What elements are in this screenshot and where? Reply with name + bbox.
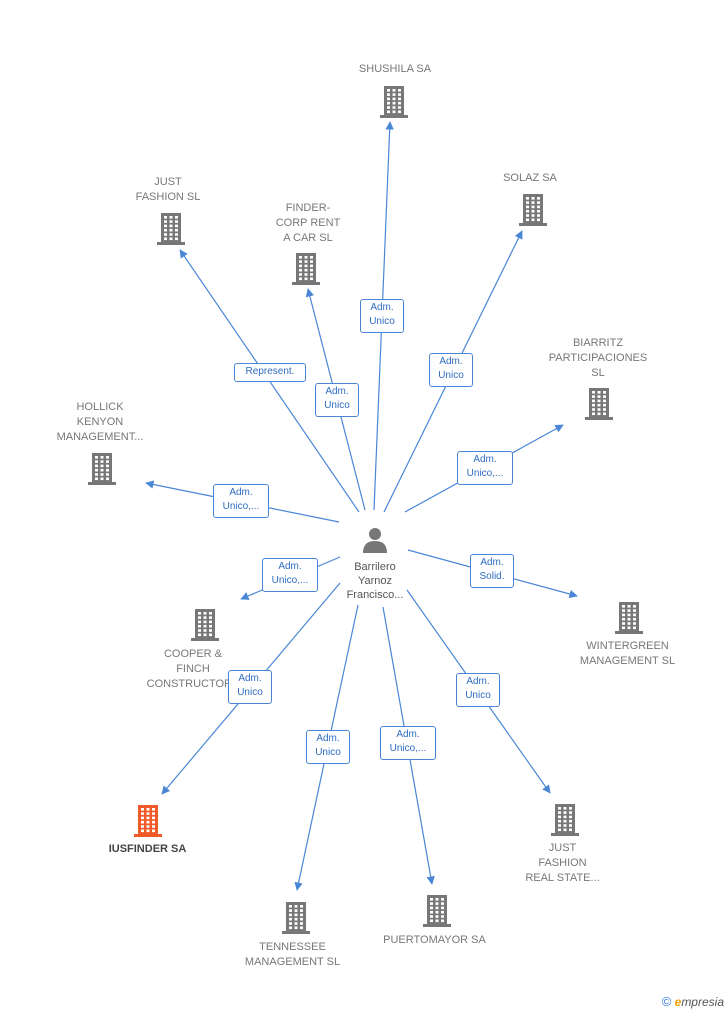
finder-corp-building-icon[interactable] <box>291 252 321 291</box>
relation-label-iusfinder[interactable]: Adm. Unico <box>228 670 272 704</box>
copyright-icon: © <box>661 994 672 1009</box>
wintergreen-label[interactable]: WINTERGREEN MANAGEMENT SL <box>579 640 676 667</box>
person-label[interactable]: Barrilero Yarnoz Francisco... <box>346 561 404 601</box>
wintergreen-building-icon[interactable] <box>614 601 644 640</box>
brand-initial: e <box>674 995 682 1009</box>
relation-label-finder-corp[interactable]: Adm. Unico <box>315 383 359 417</box>
hollick-building-icon[interactable] <box>87 452 117 491</box>
just-fashion-label[interactable]: JUST FASHION SL <box>135 176 201 203</box>
relation-label-cooper[interactable]: Adm. Unico,... <box>262 558 318 592</box>
solaz-label[interactable]: SOLAZ SA <box>503 172 557 184</box>
just-fashion-building-icon[interactable] <box>156 212 186 251</box>
relation-label-tennessee[interactable]: Adm. Unico <box>306 730 350 764</box>
finder-corp-label[interactable]: FINDER- CORP RENT A CAR SL <box>275 202 341 244</box>
relation-label-shushila[interactable]: Adm. Unico <box>360 299 404 333</box>
brand-name: mpresia <box>681 995 724 1009</box>
relation-label-just-fashion[interactable]: Represent. <box>234 363 306 382</box>
relation-label-jf-real-state[interactable]: Adm. Unico <box>456 673 500 707</box>
jf-real-state-building-icon[interactable] <box>550 803 580 842</box>
person-node[interactable] <box>360 525 390 555</box>
solaz-building-icon[interactable] <box>518 193 548 232</box>
shushila-label[interactable]: SHUSHILA SA <box>358 63 432 75</box>
tennessee-label[interactable]: TENNESSEE MANAGEMENT SL <box>244 941 341 968</box>
jf-real-state-label[interactable]: JUST FASHION REAL STATE... <box>525 842 600 884</box>
iusfinder-building-icon[interactable] <box>133 804 163 843</box>
relation-label-biarritz[interactable]: Adm. Unico,... <box>457 451 513 485</box>
relation-label-solaz[interactable]: Adm. Unico <box>429 353 473 387</box>
hollick-label[interactable]: HOLLICK KENYON MANAGEMENT... <box>56 401 144 443</box>
iusfinder-label[interactable]: IUSFINDER SA <box>108 843 187 855</box>
puertomayor-building-icon[interactable] <box>422 894 452 933</box>
cooper-label[interactable]: COOPER & FINCH CONSTRUCTORS <box>146 648 240 690</box>
footer-brand: © empresia <box>662 994 724 1009</box>
relation-label-wintergreen[interactable]: Adm. Solid. <box>470 554 514 588</box>
person-icon <box>363 528 387 553</box>
relation-label-puertomayor[interactable]: Adm. Unico,... <box>380 726 436 760</box>
cooper-building-icon[interactable] <box>190 608 220 647</box>
tennessee-building-icon[interactable] <box>281 901 311 940</box>
biarritz-label[interactable]: BIARRITZ PARTICIPACIONES SL <box>548 337 648 379</box>
shushila-building-icon[interactable] <box>379 85 409 124</box>
puertomayor-label[interactable]: PUERTOMAYOR SA <box>383 934 486 946</box>
relation-label-hollick[interactable]: Adm. Unico,... <box>213 484 269 518</box>
biarritz-building-icon[interactable] <box>584 387 614 426</box>
